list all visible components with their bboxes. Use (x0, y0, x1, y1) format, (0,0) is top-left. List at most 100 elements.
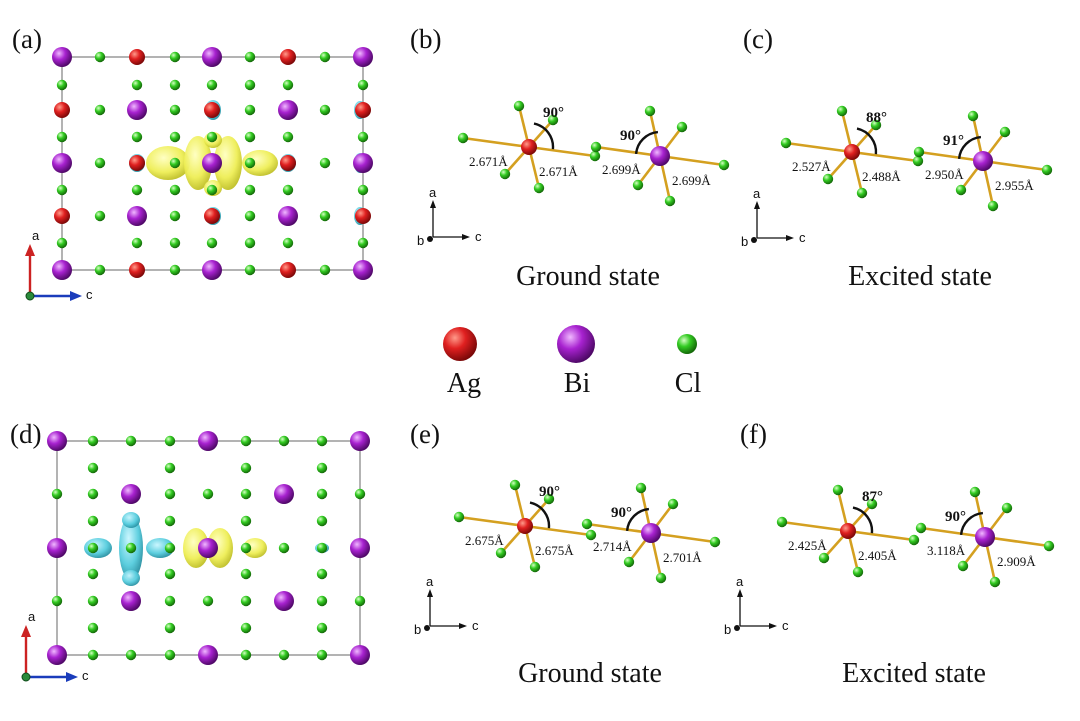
isosurface-positive (146, 146, 190, 180)
panel-label-a: (a) (12, 24, 42, 54)
axis-c-arrowhead (462, 234, 470, 240)
ag-atom (280, 262, 296, 278)
axis-a-arrowhead (427, 589, 433, 597)
cl-atom (1043, 540, 1055, 552)
panel-label-c: (c) (743, 24, 773, 54)
axis-c-arrowhead (769, 623, 777, 629)
bond-length-bi-left: 2.714Å (593, 539, 632, 554)
ag-angle-label: 88° (866, 110, 887, 126)
cl-atom (240, 568, 252, 580)
cl-atom (316, 435, 328, 447)
axis-a-arrowhead (21, 625, 31, 637)
cl-atom (131, 184, 143, 196)
bond-line (458, 515, 526, 528)
cl-atom (240, 435, 252, 447)
cl-atom (856, 187, 868, 199)
bi-atom (52, 260, 72, 280)
cl-atom (240, 515, 252, 527)
bi-atom (52, 47, 72, 67)
bond-length-bi-right: 2.955Å (995, 178, 1034, 193)
isosurface-negative (146, 538, 174, 558)
cl-atom (244, 210, 256, 222)
cl-atom (282, 184, 294, 196)
cl-atom (908, 534, 920, 546)
bi-atom (198, 645, 218, 665)
cl-atom (164, 542, 176, 554)
bi-atom (350, 538, 370, 558)
bi-atom (353, 260, 373, 280)
angle-arc (529, 501, 551, 529)
ag-angle-label: 90° (539, 484, 560, 500)
cl-atom (169, 51, 181, 63)
bond-line (781, 520, 849, 533)
bi-atom (278, 206, 298, 226)
bond-line (785, 141, 853, 154)
cl-atom (457, 132, 469, 144)
bi-angle-label: 90° (611, 505, 632, 521)
ag-atom (280, 155, 296, 171)
ag-atom (280, 49, 296, 65)
panel-label-e: (e) (410, 419, 440, 449)
bi-atom (274, 591, 294, 611)
cl-atom (316, 568, 328, 580)
cl-atom (513, 100, 525, 112)
bond-length-ag-left: 2.671Å (469, 154, 508, 169)
cl-atom (131, 237, 143, 249)
ag-atom (129, 155, 145, 171)
cl-atom (832, 484, 844, 496)
bi-atom (127, 100, 147, 120)
cl-atom (202, 488, 214, 500)
cl-atom (354, 595, 366, 607)
cl-atom (87, 568, 99, 580)
bi-atom (975, 527, 995, 547)
isosurface-positive (243, 538, 267, 558)
cl-atom (453, 511, 465, 523)
cl-atom (1001, 502, 1013, 514)
panel-label-b: (b) (410, 24, 441, 54)
cl-atom (319, 104, 331, 116)
bond-length-ag-left: 2.425Å (788, 538, 827, 553)
ag-atom (54, 102, 70, 118)
cl-atom (357, 237, 369, 249)
cl-atom (278, 435, 290, 447)
cl-atom (240, 595, 252, 607)
axis-b-dot (734, 625, 740, 631)
cl-atom (957, 560, 969, 572)
ag-atom (517, 518, 533, 534)
cl-atom (244, 79, 256, 91)
cl-atom (240, 488, 252, 500)
axis-a-arrowhead (430, 200, 436, 208)
cl-atom (543, 493, 555, 505)
cl-atom (244, 157, 256, 169)
cl-atom (94, 51, 106, 63)
axis-label-b: b (741, 234, 748, 249)
cl-atom (164, 435, 176, 447)
legend-label-cl: Cl (675, 368, 702, 399)
cl-atom (836, 105, 848, 117)
cl-atom (164, 568, 176, 580)
cl-atom (56, 79, 68, 91)
cl-atom (912, 155, 924, 167)
cl-atom (709, 536, 721, 548)
axis-label-b: b (414, 622, 421, 637)
bond-length-bi-right: 2.699Å (672, 173, 711, 188)
cl-atom (240, 542, 252, 554)
bond-line (851, 150, 919, 163)
ag-angle-label: 90° (543, 105, 564, 121)
cl-atom (169, 79, 181, 91)
cl-atom (244, 264, 256, 276)
cl-atom (164, 488, 176, 500)
isosurface-positive (184, 136, 212, 190)
isosurface-positive (207, 528, 233, 568)
cl-atom (989, 576, 1001, 588)
axis-label-c: c (86, 287, 93, 302)
cl-atom (87, 649, 99, 661)
cl-atom (316, 542, 328, 554)
bi-atom (47, 431, 67, 451)
cl-atom (164, 515, 176, 527)
bond-line (462, 136, 530, 149)
angle-arc (856, 127, 878, 155)
